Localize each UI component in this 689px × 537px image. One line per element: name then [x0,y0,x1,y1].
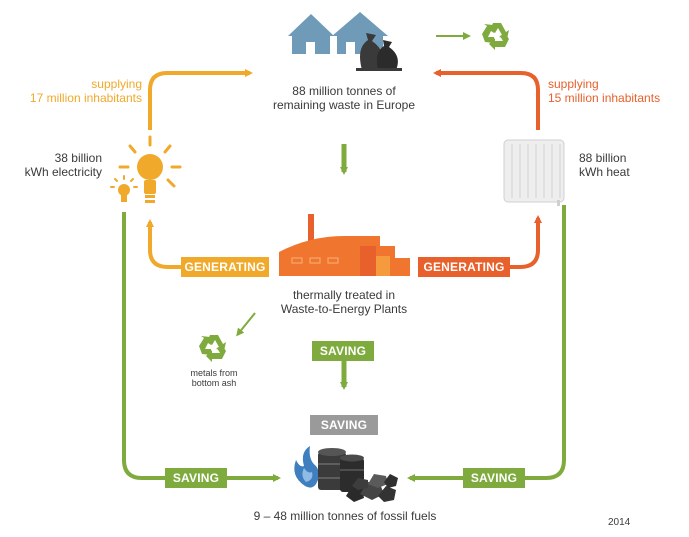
waste-bags-icon [356,33,402,71]
heat-label: 88 billion kWh heat [579,151,630,179]
saving-center-badge: SAVING [312,341,374,361]
flow-saving-right [407,205,566,482]
flow-saving-left [122,212,281,482]
light-bulb-icon [110,135,182,203]
flow-generating-right [510,215,542,269]
generating-right-badge: GENERATING [418,257,510,277]
flow-metals [236,312,256,337]
metals-recycle-icon [199,335,226,362]
waste-to-energy-plant-icon [279,214,410,276]
saving-grey-badge: SAVING [310,415,378,435]
flow-supplying-left [148,69,253,130]
radiator-icon [503,139,565,206]
supplying-right-label: supplying 15 million inhabitants [548,77,661,105]
flame-icon [294,446,319,488]
thermal-treatment-label: thermally treated in Waste-to-Energy Pla… [280,288,408,316]
coal-icon [346,474,398,502]
supplying-left-label: supplying 17 million inhabitants [29,77,142,105]
flow-generating-left [146,219,182,269]
recycle-icon [482,23,509,50]
electricity-label: 38 billion kWh electricity [24,151,102,179]
remaining-waste-label: 88 million tonnes of remaining waste in … [272,84,416,112]
metals-label: metals from bottom ash [190,368,238,388]
saving-right-badge: SAVING [463,468,525,488]
fossil-fuels-label: 9 – 48 million tonnes of fossil fuels [253,509,437,523]
year-label: 2014 [608,517,631,528]
generating-left-badge: GENERATING [181,257,269,277]
saving-left-badge: SAVING [165,468,227,488]
flow-supplying-right [433,69,540,130]
